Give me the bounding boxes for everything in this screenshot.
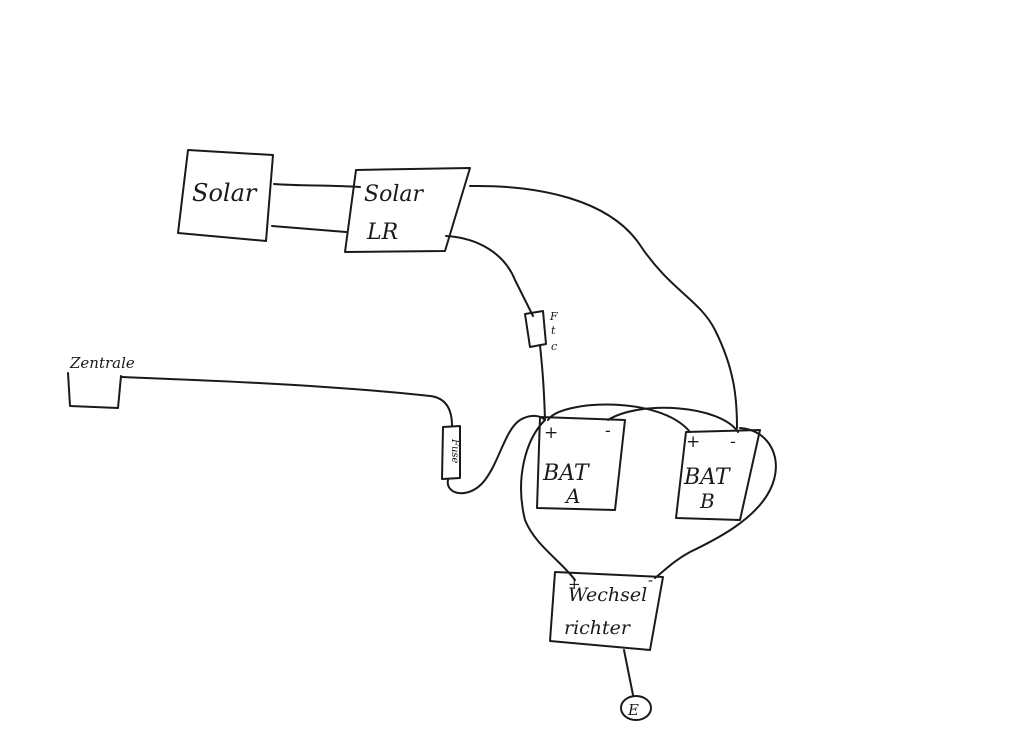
battery-a: + - BAT A <box>536 416 626 511</box>
inverter: + - Wechsel richter <box>549 571 664 651</box>
fuse-top: F t c <box>524 310 558 353</box>
solar-panel-label: Solar <box>192 179 258 207</box>
wire-controller-to-fuse <box>445 235 534 317</box>
battery-b: + - BAT B <box>675 429 761 521</box>
battery-a-label-line1: BAT <box>542 461 591 486</box>
inverter-label-line1: Wechsel <box>568 584 647 606</box>
solar-panel: Solar <box>177 149 274 242</box>
solar-charge-controller: Solar LR <box>344 167 471 253</box>
wire-zentrale-to-fuse <box>121 376 453 427</box>
zentrale-box: Zentrale <box>67 354 135 409</box>
controller-label-line2: LR <box>366 220 398 245</box>
battery-a-minus: - <box>605 421 611 441</box>
wire-fuse-to-battery-a <box>539 344 546 421</box>
wire-battery-b-to-inverter-minus <box>654 427 777 579</box>
earth-connection: E <box>620 695 652 721</box>
battery-a-plus: + <box>544 423 558 443</box>
fuse-top-label-1: F <box>549 310 558 323</box>
earth-label: E <box>627 701 639 719</box>
wire-solar-to-controller-bottom <box>271 225 347 233</box>
battery-b-label-line2: B <box>699 489 715 513</box>
wire-battery-a-to-inverter-plus <box>520 419 576 581</box>
fuse-left-label: Fuse <box>449 438 460 464</box>
wire-battery-a-minus-to-b-minus <box>607 406 739 433</box>
inverter-label-line2: richter <box>564 617 632 639</box>
battery-b-minus: - <box>730 432 736 452</box>
battery-a-label-line2: A <box>564 484 580 508</box>
wire-solar-to-controller-top <box>273 183 361 188</box>
wire-fuse-to-battery-a-plus <box>446 414 546 495</box>
battery-b-plus: + <box>686 432 700 452</box>
inverter-plus: + <box>568 575 581 593</box>
wire-inverter-to-earth <box>623 649 634 696</box>
fuse-left: Fuse <box>441 425 461 480</box>
fuse-top-label-3: c <box>551 340 557 353</box>
zentrale-label: Zentrale <box>69 354 135 372</box>
fuse-top-label-2: t <box>551 324 556 337</box>
wire-battery-a-plus-to-b-plus <box>547 403 691 433</box>
wire-controller-to-battery-b <box>469 184 738 429</box>
inverter-minus: - <box>648 571 653 589</box>
controller-label-line1: Solar <box>364 182 424 207</box>
battery-b-label-line1: BAT <box>683 465 732 490</box>
